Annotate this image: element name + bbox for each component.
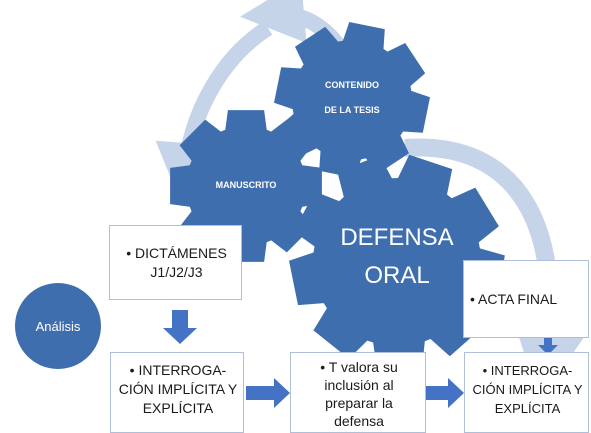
gear-manuscrito-label: MANUSCRITO xyxy=(216,180,277,190)
analisis-circle xyxy=(15,283,101,369)
arrow-down-right xyxy=(538,335,558,355)
gear-contenido xyxy=(274,22,430,178)
gear-defensa-label-2: ORAL xyxy=(364,262,429,289)
valora-line3: preparar la xyxy=(325,395,393,411)
interroga-right-line1: • INTERROGA- xyxy=(482,363,573,378)
box-interrogacion-left: • INTERROGA- CIÓN IMPLÍCITA Y EXPLÍCITA xyxy=(110,352,244,433)
box-dictamenes: • DICTÁMENES J1/J2/J3 xyxy=(109,225,242,300)
box-interrogacion-right: • INTERROGA- CIÓN IMPLÍCITA Y EXPLÍCITA xyxy=(464,352,589,433)
box-acta-final: • ACTA FINAL xyxy=(463,260,589,338)
gear-defensa xyxy=(289,154,505,369)
dictamenes-line2: J1/J2/J3 xyxy=(150,264,203,280)
valora-line4: defensa xyxy=(334,413,384,429)
gear-manuscrito xyxy=(170,110,322,262)
arrow-down-left xyxy=(163,310,197,344)
interroga-left-line1: • INTERROGA- xyxy=(129,362,227,378)
interroga-right-line2: CIÓN IMPLÍCITA Y xyxy=(472,382,583,397)
arrow-right-2 xyxy=(426,378,464,408)
valora-line1: • T valora su xyxy=(320,359,398,375)
interroga-left-line2: CIÓN IMPLÍCITA Y xyxy=(118,381,238,397)
valora-line2: inclusión al xyxy=(324,377,394,393)
gear-defensa-label-1: DEFENSA xyxy=(340,224,453,251)
analisis-label: Análisis xyxy=(36,319,81,334)
acta-text: • ACTA FINAL xyxy=(470,291,558,307)
interroga-right-line3: EXPLÍCITA xyxy=(494,401,561,416)
dictamenes-line1: • DICTÁMENES xyxy=(126,245,227,261)
box-valora: • T valora su inclusión al preparar la d… xyxy=(290,352,426,433)
arrow-right-1 xyxy=(246,378,290,408)
gear-contenido-label-2: DE LA TESIS xyxy=(324,105,379,115)
gear-contenido-label-1: CONTENIDO xyxy=(325,80,379,90)
interroga-left-line3: EXPLÍCITA xyxy=(142,400,214,416)
